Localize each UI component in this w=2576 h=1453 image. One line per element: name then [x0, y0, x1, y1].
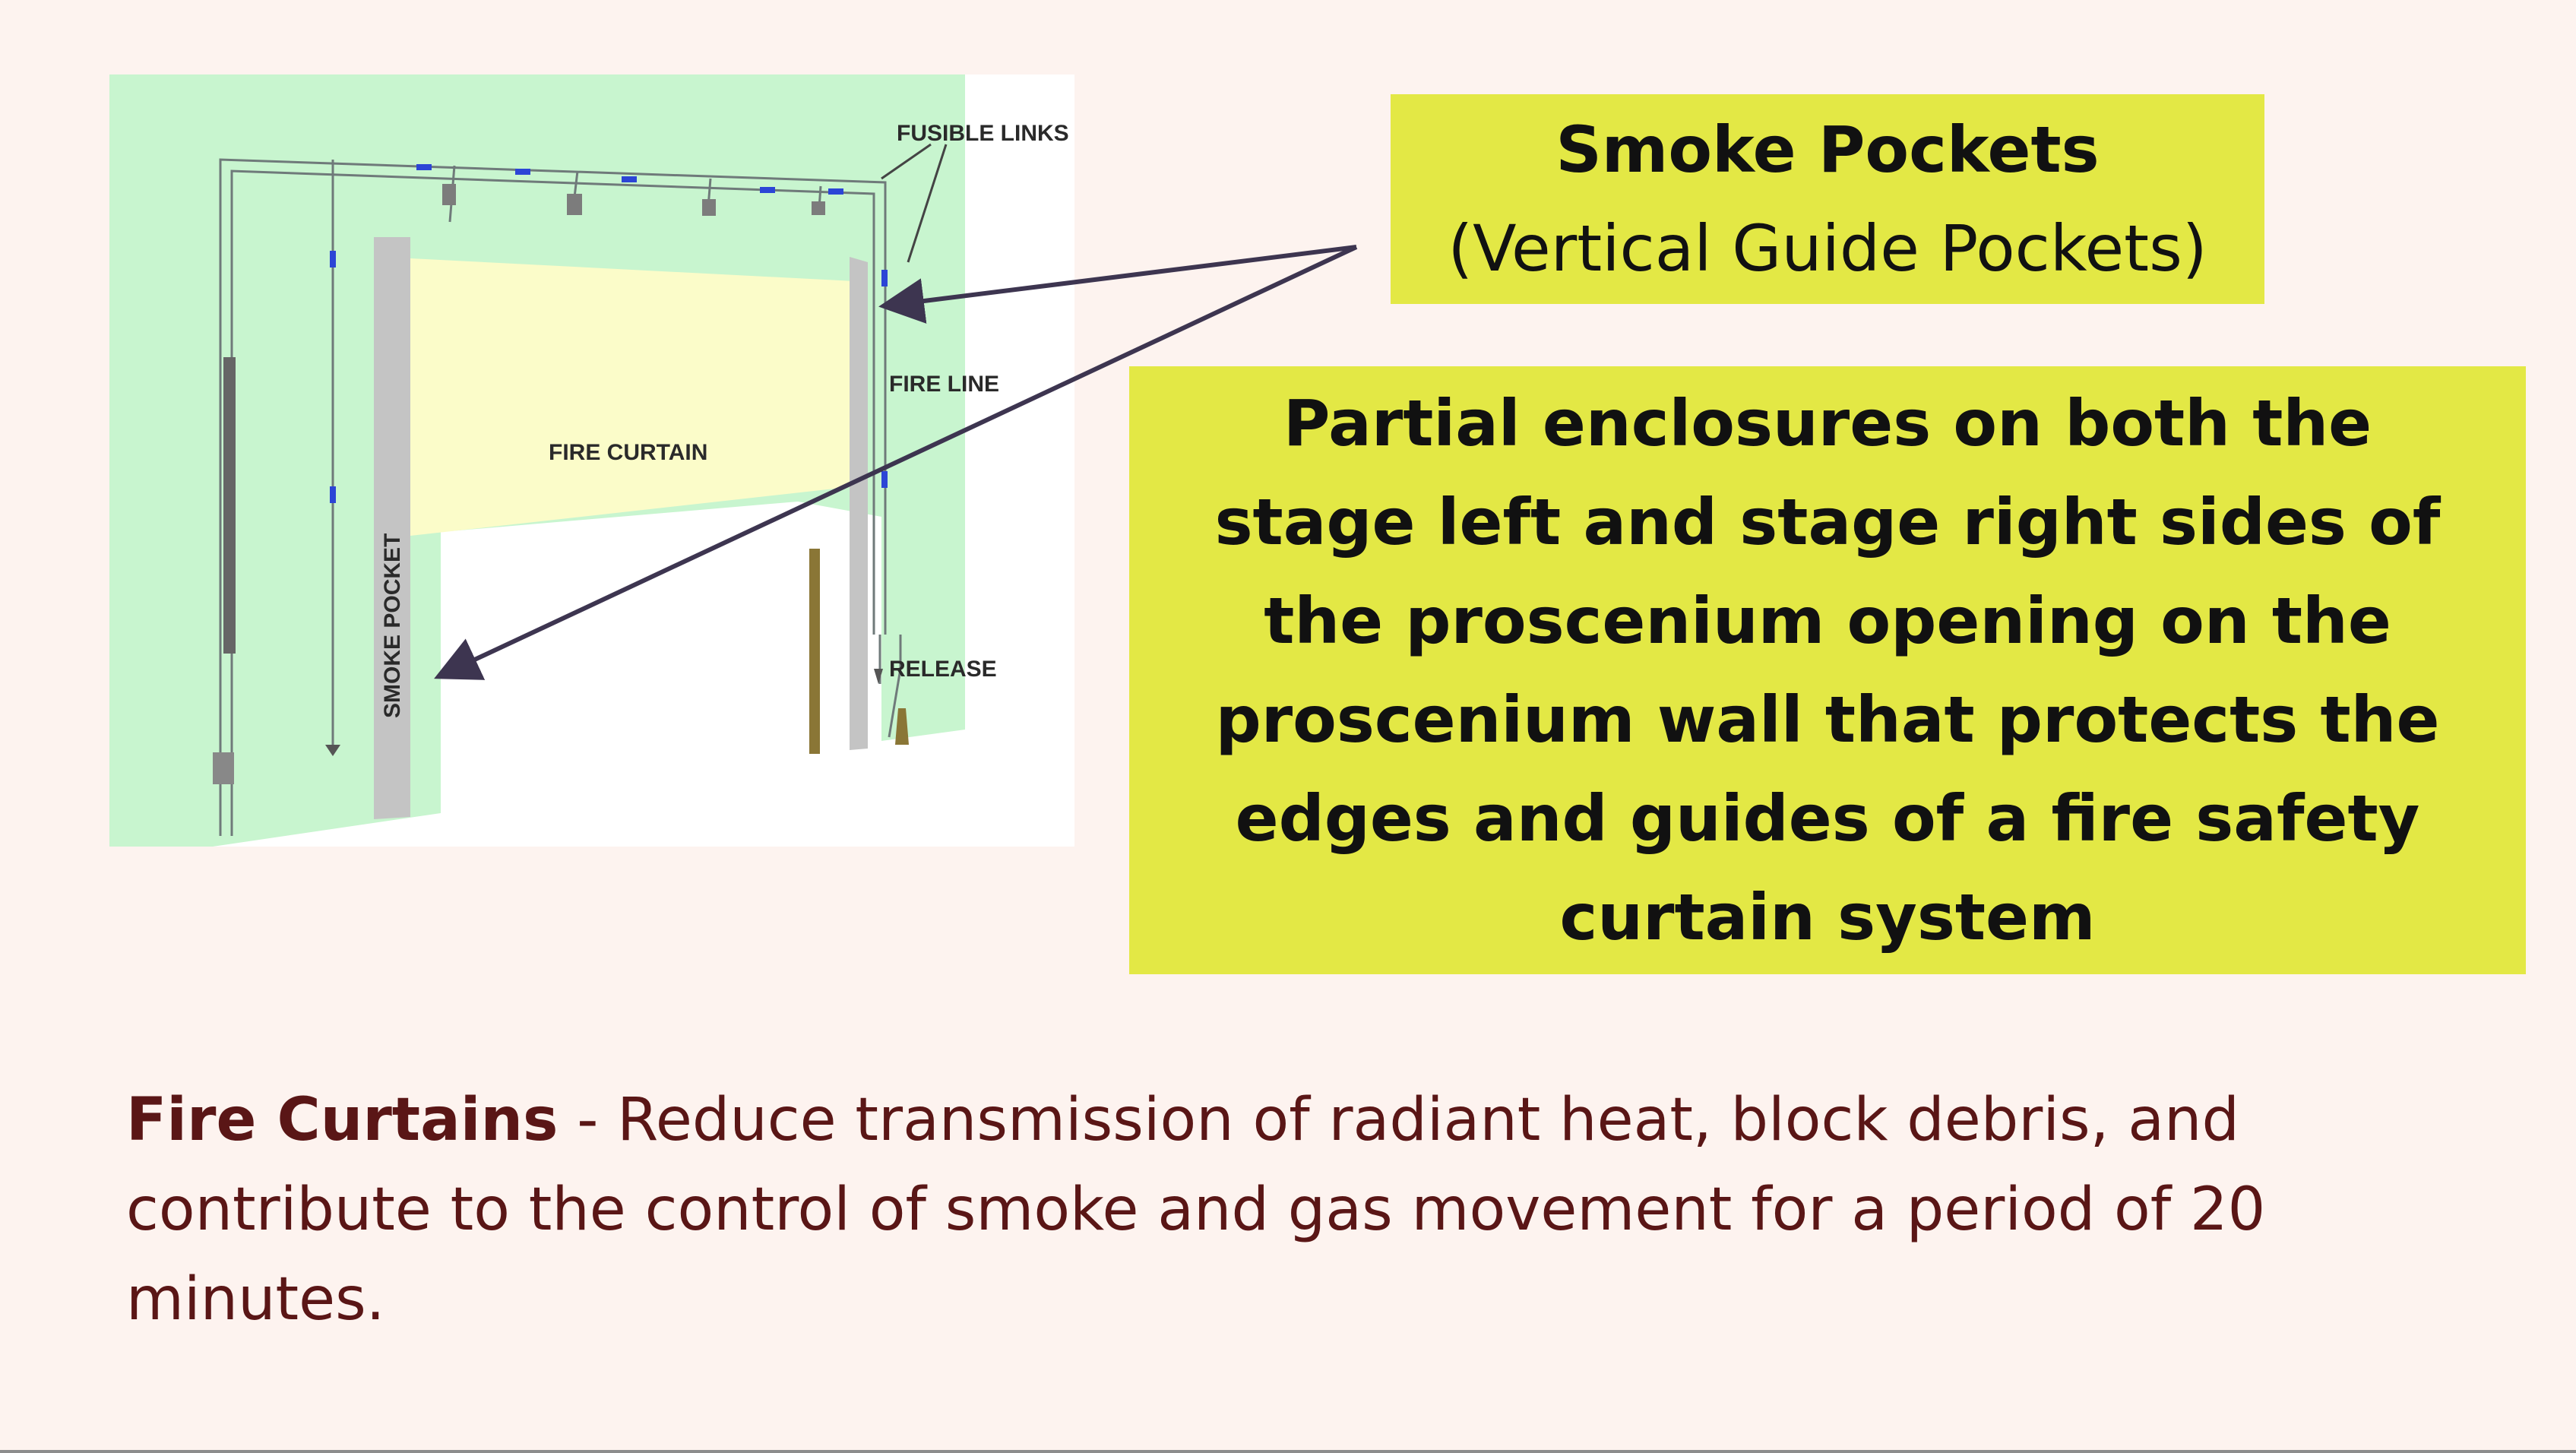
wood-post [809, 549, 820, 754]
fire-curtains-definition: Fire Curtains - Reduce transmission of r… [126, 1075, 2482, 1344]
fusible-link-markers [330, 164, 888, 503]
fire-curtain-panel [410, 258, 855, 536]
smoke-pocket-left [374, 237, 410, 819]
smoke-pocket-right [850, 257, 868, 750]
release-left-pointer [325, 745, 340, 756]
callout-arrows [434, 245, 1358, 680]
label-fire-line: FIRE LINE [889, 372, 999, 397]
callout-description: Partial enclosures on both the stage lef… [1214, 386, 2441, 954]
callout-title: Smoke Pockets [1555, 112, 2100, 187]
hanging-weights [442, 184, 825, 216]
counterweight-rail [223, 357, 236, 654]
definition-term: Fire Curtains [126, 1086, 559, 1154]
label-release: RELEASE [889, 657, 997, 682]
label-fusible-links: FUSIBLE LINKS [897, 121, 1069, 146]
release-trigger [895, 708, 909, 745]
definition-text: - Reduce transmission of radiant heat, b… [126, 1086, 2266, 1334]
label-smoke-pocket: SMOKE POCKET [380, 533, 405, 718]
callout-subtitle: (Vertical Guide Pockets) [1448, 211, 2207, 286]
footer-divider [0, 1450, 2576, 1453]
fusible-links-pointers [881, 143, 948, 263]
label-fire-curtain: FIRE CURTAIN [549, 440, 707, 465]
smoke-pockets-description-callout: Partial enclosures on both the stage lef… [1129, 366, 2526, 974]
release-right-pointer [874, 669, 883, 684]
smoke-pockets-callout: Smoke Pockets (Vertical Guide Pockets) [1391, 94, 2264, 304]
counterweight-base [213, 752, 234, 784]
